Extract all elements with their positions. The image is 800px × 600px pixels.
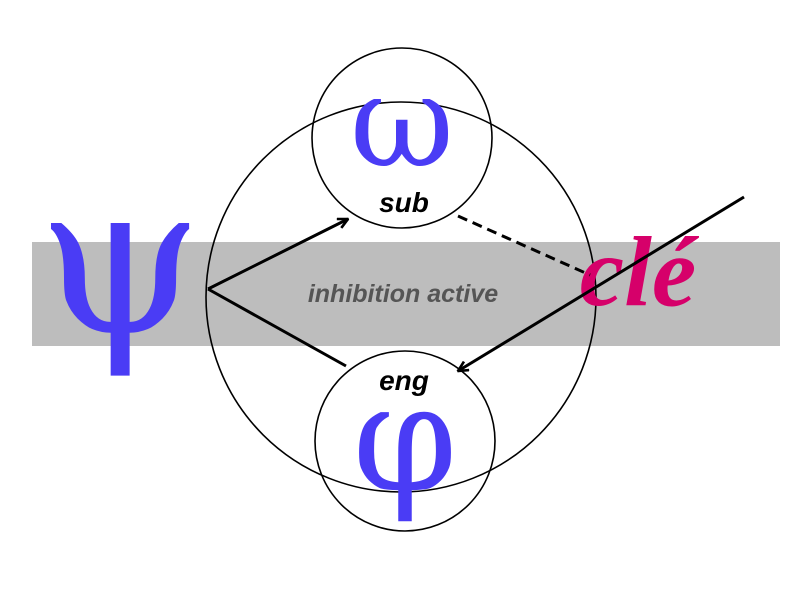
arrow-key-to-bottom xyxy=(458,195,745,371)
psi-symbol: ψ xyxy=(38,137,203,382)
omega-symbol: ω xyxy=(350,48,454,197)
top-node-label: sub xyxy=(379,187,429,218)
top-node-circle xyxy=(311,47,493,229)
line-psi-to-bottom xyxy=(207,287,347,368)
phi-symbol: φ xyxy=(352,352,457,526)
inhibition-band xyxy=(32,242,780,346)
bottom-node-label: eng xyxy=(379,365,429,396)
bottom-node-circle xyxy=(314,350,496,532)
key-word: clé xyxy=(580,216,700,327)
main-circle xyxy=(205,101,597,493)
arrow-psi-to-top xyxy=(207,217,348,291)
band-label: inhibition active xyxy=(308,280,498,308)
dashed-line-top-to-key xyxy=(457,214,591,277)
